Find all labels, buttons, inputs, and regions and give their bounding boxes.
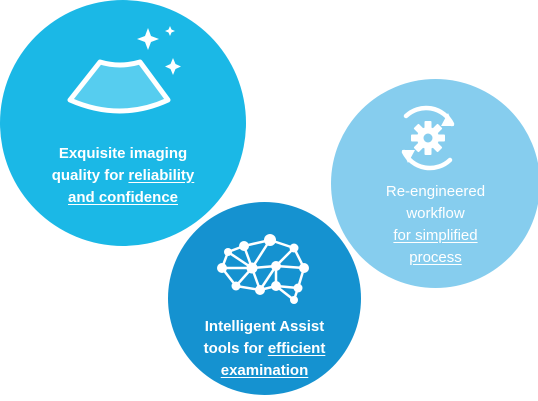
assist-efficient-link[interactable]: efficient (267, 340, 326, 357)
workflow-process-link[interactable]: process (409, 249, 462, 266)
neural-brain-icon (217, 234, 309, 304)
ultrasound-probe-sparkle-icon (67, 26, 181, 114)
imaging-line-2-plain: quality for (51, 167, 129, 184)
assist-line-1: Intelligent Assist (204, 318, 325, 335)
intelligent-assist-circle (168, 202, 361, 395)
workflow-line-2: workflow (406, 205, 465, 222)
imaging-quality-circle (0, 0, 246, 246)
workflow-label: Re-engineered workflow for simplified pr… (341, 181, 530, 269)
imaging-line-1: Exquisite imaging (58, 145, 188, 162)
assist-line-2-plain: tools for (203, 340, 268, 357)
imaging-quality-label: Exquisite imaging quality for reliabilit… (20, 143, 226, 209)
assist-examination-link[interactable]: examination (220, 362, 309, 379)
imaging-reliability-link[interactable]: reliability (128, 167, 195, 184)
workflow-simplified-link[interactable]: for simplified (393, 227, 478, 244)
intelligent-assist-label: Intelligent Assist tools for efficient e… (178, 316, 351, 382)
gear-cycle-icon (401, 105, 455, 171)
imaging-confidence-link[interactable]: and confidence (67, 189, 179, 206)
workflow-circle (331, 79, 538, 288)
workflow-line-1: Re-engineered (385, 183, 486, 200)
